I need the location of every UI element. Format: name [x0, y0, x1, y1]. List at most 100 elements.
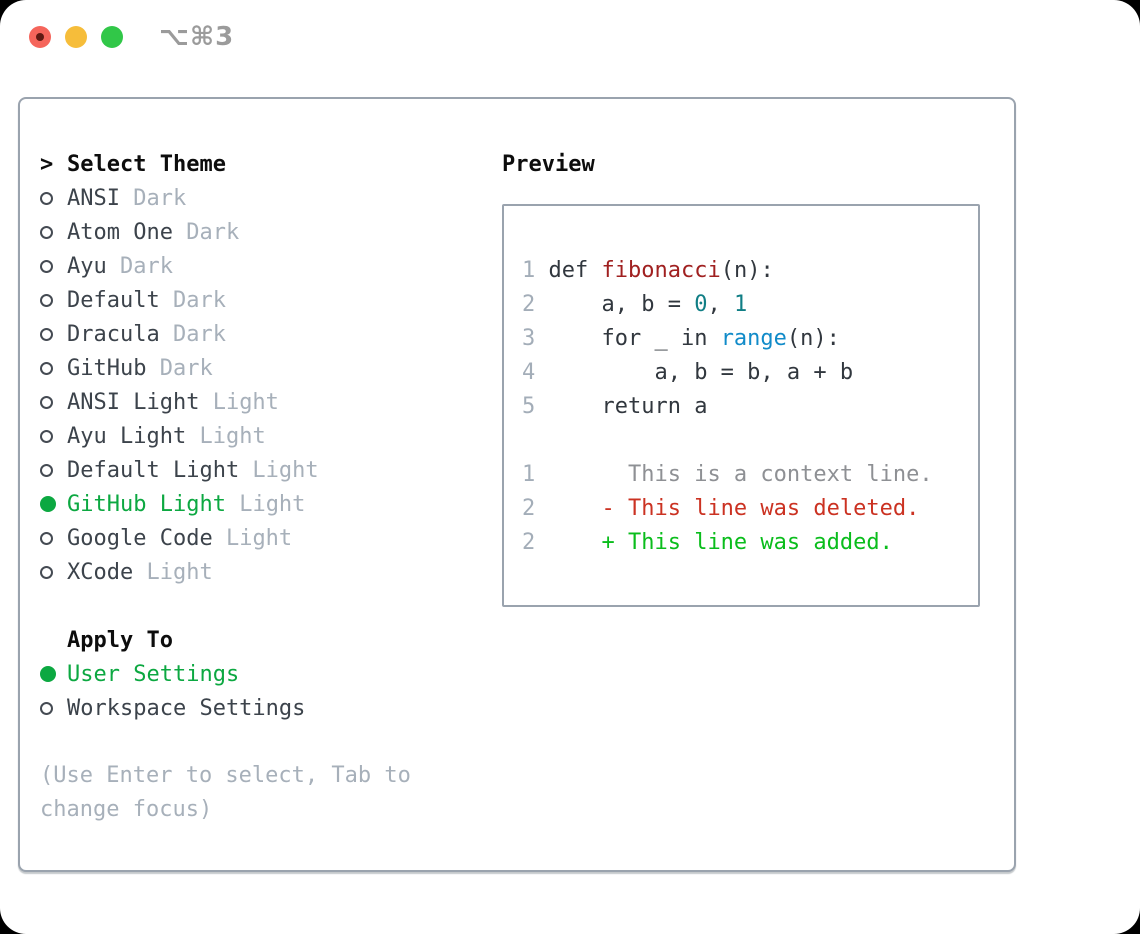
preview-line-9: 2 + This line was added. [522, 526, 978, 560]
preview-line-1: 1 def fibonacci(n): [522, 254, 978, 288]
marker-cell [40, 463, 67, 477]
option-variant-label: Light [225, 491, 306, 517]
code-segment-code: a, b = b, a + b [548, 360, 854, 385]
marker-cell [40, 429, 67, 443]
option-label: XCode [67, 559, 134, 585]
theme-option-ansi-light[interactable]: ANSI Light Light [40, 385, 500, 419]
theme-option-ansi[interactable]: ANSI Dark [40, 181, 500, 215]
option-label: ANSI Light [67, 389, 200, 415]
code-segment-deleted: - This line was deleted. [548, 496, 920, 521]
option-variant-label: Dark [159, 287, 226, 313]
marker-cell [40, 666, 67, 682]
preview-line-4: 4 a, b = b, a + b [522, 356, 978, 390]
marker-cell [40, 259, 67, 273]
radio-icon [40, 361, 53, 375]
zoom-button[interactable] [101, 26, 123, 48]
option-variant-label: Light [133, 559, 213, 585]
line-number: 2 [522, 496, 549, 521]
apply-to-header: Apply To [40, 623, 500, 657]
theme-option-ayu[interactable]: Ayu Dark [40, 249, 500, 283]
radio-icon [40, 701, 53, 715]
apply-to-title: Apply To [67, 627, 173, 653]
marker-cell [40, 531, 67, 545]
marker-cell [40, 496, 67, 512]
preview-line-2: 2 a, b = 0, 1 [522, 288, 978, 322]
preview-line-8: 2 - This line was deleted. [522, 492, 978, 526]
theme-option-github-light[interactable]: GitHub Light Light [40, 487, 500, 521]
close-button[interactable] [29, 26, 51, 48]
marker-cell [40, 701, 67, 715]
option-label: Dracula [67, 321, 160, 347]
radio-icon [40, 531, 53, 545]
theme-option-default-light[interactable]: Default Light Light [40, 453, 500, 487]
radio-icon [40, 565, 53, 579]
option-label: User Settings [67, 661, 240, 687]
marker-cell [40, 395, 67, 409]
theme-option-dracula[interactable]: Dracula Dark [40, 317, 500, 351]
marker-cell [40, 565, 67, 579]
preview-line-5: 5 return a [522, 390, 978, 424]
preview-title: Preview [502, 151, 595, 177]
radio-selected-icon [40, 666, 56, 682]
code-segment-code: def [548, 258, 602, 283]
code-segment-code: return a [548, 394, 708, 419]
radio-icon [40, 429, 53, 443]
code-segment-code: for _ in [548, 326, 721, 351]
apply-option-workspace-settings[interactable]: Workspace Settings [40, 691, 500, 725]
code-segment-code: (n): [720, 258, 774, 283]
titlebar: ⌥⌘3 [29, 22, 234, 52]
code-segment-code: a, b = [548, 292, 695, 317]
marker-cell [40, 191, 67, 205]
radio-icon [40, 293, 53, 307]
marker-cell [40, 225, 67, 239]
picker-title: Select Theme [67, 151, 226, 177]
code-segment-code: , [707, 292, 734, 317]
preview-column: Preview 1 def fibonacci(n):2 a, b = 0, 1… [502, 147, 1008, 607]
line-number: 3 [522, 326, 549, 351]
radio-icon [40, 259, 53, 273]
code-segment-added: + This line was added. [548, 530, 893, 555]
radio-icon [40, 225, 53, 239]
option-label: Default Light [67, 457, 240, 483]
radio-icon [40, 463, 53, 477]
code-segment-num: 1 [733, 292, 748, 317]
preview-line-7: 1 This is a context line. [522, 458, 978, 492]
theme-option-default[interactable]: Default Dark [40, 283, 500, 317]
option-label: Default [67, 287, 160, 313]
theme-option-google-code[interactable]: Google Code Light [40, 521, 500, 555]
option-label: Ayu [67, 253, 107, 279]
theme-option-xcode[interactable]: XCode Light [40, 555, 500, 589]
option-variant-label: Dark [106, 253, 173, 279]
theme-option-atom-one[interactable]: Atom One Dark [40, 215, 500, 249]
code-segment-num: 0 [694, 292, 708, 317]
option-variant-label: Dark [146, 355, 213, 381]
option-variant-label: Light [199, 389, 279, 415]
hint-text: (Use Enter to select, Tab to change focu… [40, 763, 411, 822]
option-label: Ayu Light [67, 423, 187, 449]
line-number: 4 [522, 360, 549, 385]
prompt-icon: > [40, 151, 54, 177]
line-number: 2 [522, 292, 549, 317]
select-theme-header: > Select Theme [40, 147, 500, 181]
option-label: GitHub Light [67, 491, 226, 517]
option-variant-label: Light [212, 525, 293, 551]
apply-option-user-settings[interactable]: User Settings [40, 657, 500, 691]
line-number: 1 [522, 258, 549, 283]
option-label: Workspace Settings [67, 695, 306, 721]
marker-cell [40, 293, 67, 307]
theme-option-ayu-light[interactable]: Ayu Light Light [40, 419, 500, 453]
option-label: Google Code [67, 525, 213, 551]
code-segment-code: (n): [786, 326, 840, 351]
theme-option-github[interactable]: GitHub Dark [40, 351, 500, 385]
minimize-button[interactable] [65, 26, 87, 48]
keyboard-shortcut-label: ⌥⌘3 [159, 22, 235, 52]
option-variant-label: Dark [172, 219, 240, 245]
option-variant-label: Dark [159, 321, 226, 347]
option-variant-label: Light [239, 457, 319, 483]
